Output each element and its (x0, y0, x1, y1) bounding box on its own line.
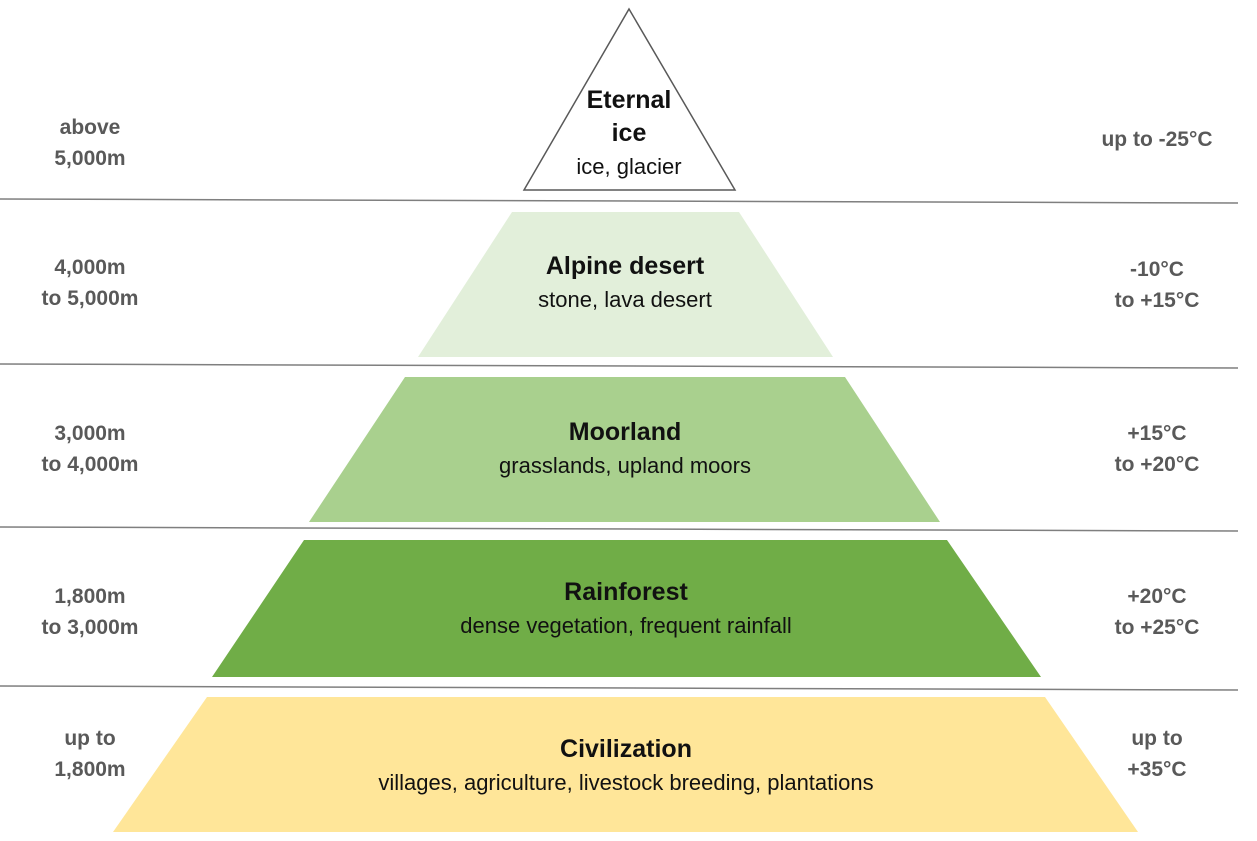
altitude-label-rainforest: 1,800m to 3,000m (0, 581, 190, 643)
zone-title: Moorland (568, 418, 682, 446)
altitude-line: 4,000m (54, 256, 126, 279)
eternal-ice-zone-shape (522, 7, 737, 191)
temperature-label-moorland: +15°C to +20°C (1057, 418, 1257, 480)
altitude-line: up to (64, 727, 116, 750)
zone-label-moorland: Moorland grasslands, upland moors (375, 416, 875, 483)
temperature-label-eternal-ice: up to -25°C (1057, 124, 1257, 155)
zone-subtitle: villages, agriculture, livestock breedin… (378, 770, 874, 795)
altitude-label-alpine-desert: 4,000m to 5,000m (0, 252, 190, 314)
temperature-line: to +20°C (1114, 453, 1200, 476)
altitude-line: 5,000m (54, 147, 126, 170)
zone-label-eternal-ice: Eternal ice ice, glacier (529, 84, 729, 184)
altitude-label-civilization: up to 1,800m (0, 723, 190, 785)
temperature-line: +35°C (1127, 758, 1187, 781)
temperature-label-civilization: up to +35°C (1057, 723, 1257, 785)
zone-label-rainforest: Rainforest dense vegetation, frequent ra… (326, 576, 926, 643)
zone-subtitle: ice, glacier (576, 154, 682, 179)
zone-divider (0, 526, 1239, 532)
altitude-line: 1,800m (54, 758, 126, 781)
temperature-line: -10°C (1130, 258, 1184, 281)
temperature-label-rainforest: +20°C to +25°C (1057, 581, 1257, 643)
temperature-line: up to -25°C (1101, 128, 1213, 151)
altitude-line: 1,800m (54, 585, 126, 608)
altitude-line: to 3,000m (41, 616, 139, 639)
rainforest-zone-shape (212, 540, 1041, 677)
civilization-zone-shape (113, 697, 1138, 832)
altitude-line: to 4,000m (41, 453, 139, 476)
altitude-line: to 5,000m (41, 287, 139, 310)
zone-divider (0, 685, 1239, 691)
temperature-line: to +15°C (1114, 289, 1200, 312)
altitude-line: above (59, 116, 121, 139)
temperature-line: to +25°C (1114, 616, 1200, 639)
zone-title: ice (611, 119, 647, 147)
alpine-desert-zone-shape (418, 212, 833, 357)
zone-divider (0, 198, 1239, 204)
temperature-line: +15°C (1127, 422, 1187, 445)
altitude-label-moorland: 3,000m to 4,000m (0, 418, 190, 480)
zone-title: Alpine desert (545, 252, 705, 280)
zone-divider (0, 363, 1239, 369)
zone-subtitle: dense vegetation, frequent rainfall (460, 613, 792, 638)
zone-title: Civilization (560, 735, 692, 763)
zone-title: Eternal (586, 86, 672, 114)
zone-title: Rainforest (564, 578, 688, 606)
zone-label-civilization: Civilization villages, agriculture, live… (276, 733, 976, 800)
temperature-label-alpine-desert: -10°C to +15°C (1057, 254, 1257, 316)
temperature-line: +20°C (1127, 585, 1187, 608)
zone-label-alpine-desert: Alpine desert stone, lava desert (425, 250, 825, 317)
temperature-line: up to (1131, 727, 1183, 750)
zone-subtitle: stone, lava desert (538, 287, 712, 312)
zone-subtitle: grasslands, upland moors (499, 453, 751, 478)
moorland-zone-shape (309, 377, 940, 522)
altitude-label-eternal-ice: above 5,000m (0, 112, 190, 174)
altitude-line: 3,000m (54, 422, 126, 445)
